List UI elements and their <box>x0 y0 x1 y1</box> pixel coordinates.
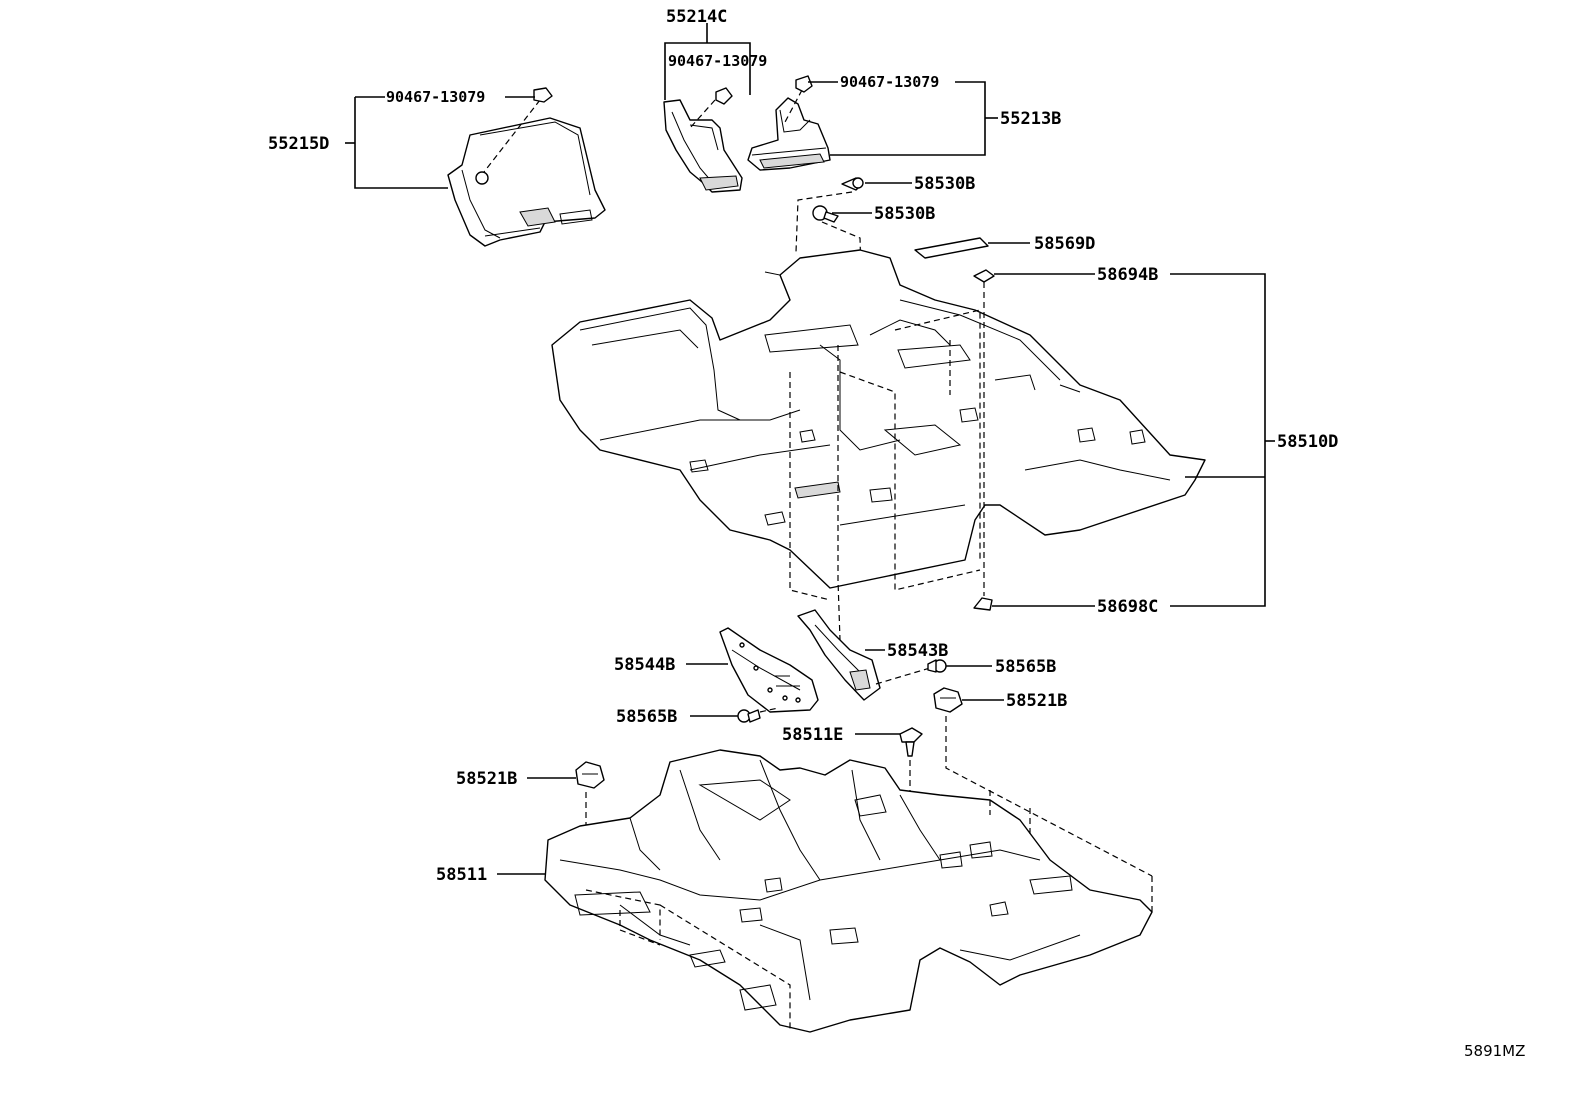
label-90467-13079-left: 90467-13079 <box>386 88 485 106</box>
clip-90467-center-drawing <box>715 87 733 105</box>
screw-58530B-lower-drawing <box>812 205 839 223</box>
part-55215D-drawing <box>447 117 606 247</box>
label-58543B: 58543B <box>887 641 948 661</box>
clip-90467-left-drawing <box>533 87 553 103</box>
label-58511E: 58511E <box>782 725 843 745</box>
part-55213B-drawing <box>747 97 831 171</box>
label-58565B-left: 58565B <box>616 707 677 727</box>
carpet-58510D-drawing <box>551 249 1206 589</box>
label-58544B: 58544B <box>614 655 675 675</box>
clip-90467-right-drawing <box>795 75 813 93</box>
bolt-58565B-left-drawing <box>737 709 761 723</box>
screw-58530B-upper-drawing <box>841 177 864 191</box>
label-58569D: 58569D <box>1034 234 1095 254</box>
label-58521B-left: 58521B <box>456 769 517 789</box>
strip-58569D-drawing <box>914 237 989 259</box>
carpet-58511-drawing <box>544 749 1153 1033</box>
pin-58511E-drawing <box>899 727 923 757</box>
clip-58521B-left-drawing <box>575 761 605 789</box>
clip-58521B-right-drawing <box>933 687 963 713</box>
label-55215D: 55215D <box>268 134 329 154</box>
label-55213B: 55213B <box>1000 109 1061 129</box>
label-58694B: 58694B <box>1097 265 1158 285</box>
diagram-code: 5891MZ <box>1464 1042 1525 1060</box>
bolt-58565B-right-drawing <box>927 659 947 673</box>
label-90467-13079-right: 90467-13079 <box>840 73 939 91</box>
label-58521B-right: 58521B <box>1006 691 1067 711</box>
label-58530B-upper: 58530B <box>914 174 975 194</box>
label-55214C: 55214C <box>666 7 727 27</box>
label-90467-13079-center: 90467-13079 <box>668 52 767 70</box>
label-58698C: 58698C <box>1097 597 1158 617</box>
clip-58698C-drawing <box>973 597 993 611</box>
label-58510D: 58510D <box>1277 432 1338 452</box>
pad-58543B-drawing <box>797 609 881 701</box>
clip-58694B-drawing <box>973 269 995 283</box>
pad-58544B-drawing <box>719 627 819 713</box>
label-58530B-lower: 58530B <box>874 204 935 224</box>
label-58511: 58511 <box>436 865 487 885</box>
label-58565B-right: 58565B <box>995 657 1056 677</box>
part-55214C-drawing <box>663 99 743 193</box>
